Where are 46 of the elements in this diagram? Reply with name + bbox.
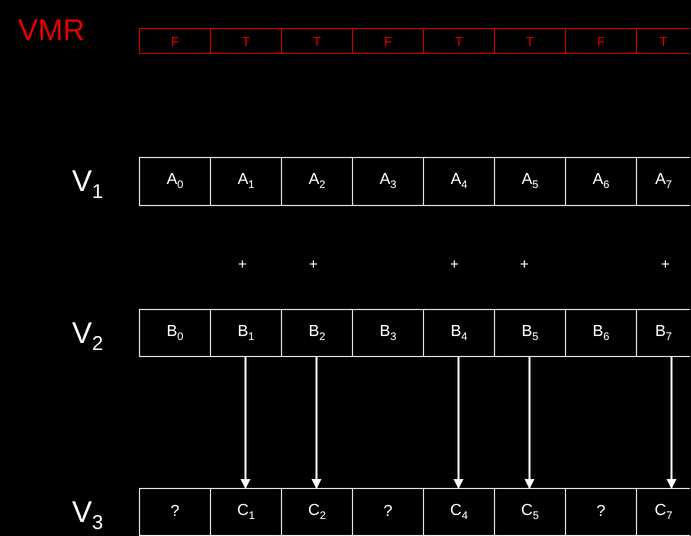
plus-sign: + — [450, 257, 459, 272]
vector-element-cell: B$_{1}$ — [210, 309, 282, 357]
arrow — [666, 357, 676, 489]
vector-element-cell: B$_{5}$ — [494, 309, 566, 357]
vector-element-cell: B$_{7}$ — [636, 309, 690, 357]
arrow — [312, 357, 322, 489]
vector-element-cell: B$_{3}$ — [352, 309, 424, 357]
vector-element-cell: A$_{6}$ — [565, 157, 637, 206]
vector-element-cell: B$_{6}$ — [565, 309, 637, 357]
vector-element-cell: B$_{4}$ — [423, 309, 495, 357]
plus-sign: + — [520, 257, 529, 272]
result-element-cell: ? — [352, 488, 424, 536]
register-label: V$_{3}$ — [72, 498, 104, 533]
result-element-cell: C$_{5}$ — [494, 488, 566, 536]
mask-bit-cell: T — [423, 28, 495, 54]
register-label: V$_{1}$ — [72, 167, 104, 202]
arrow — [524, 357, 534, 489]
vector-element-cell: A$_{0}$ — [139, 157, 211, 206]
vector-element-cell: A$_{5}$ — [494, 157, 566, 206]
mask-bit-cell: T — [281, 28, 353, 54]
vector-element-cell: A$_{7}$ — [636, 157, 690, 206]
mask-bit-cell: T — [636, 28, 690, 54]
mask-bit-cell: F — [139, 28, 211, 54]
result-element-cell: C$_{2}$ — [281, 488, 353, 536]
mask-bit-cell: F — [352, 28, 424, 54]
vector-element-cell: A$_{2}$ — [281, 157, 353, 206]
result-element-cell: C$_{4}$ — [423, 488, 495, 536]
mask-bit-cell: T — [210, 28, 282, 54]
plus-sign: + — [661, 257, 670, 272]
vector-element-cell: B$_{2}$ — [281, 309, 353, 357]
register-label: VMR — [18, 16, 85, 46]
plus-sign: + — [309, 257, 318, 272]
result-element-cell: ? — [565, 488, 637, 536]
result-element-cell: ? — [139, 488, 211, 536]
plus-sign: + — [238, 257, 247, 272]
arrow — [240, 357, 250, 489]
arrow — [454, 357, 464, 489]
mask-bit-cell: T — [494, 28, 566, 54]
register-label: V$_{2}$ — [72, 319, 104, 354]
vector-element-cell: B$_{0}$ — [139, 309, 211, 357]
mask-bit-cell: F — [565, 28, 637, 54]
result-element-cell: C$_{1}$ — [210, 488, 282, 536]
vector-element-cell: A$_{4}$ — [423, 157, 495, 206]
vector-element-cell: A$_{3}$ — [352, 157, 424, 206]
result-element-cell: C$_{7}$ — [636, 488, 690, 536]
vector-element-cell: A$_{1}$ — [210, 157, 282, 206]
